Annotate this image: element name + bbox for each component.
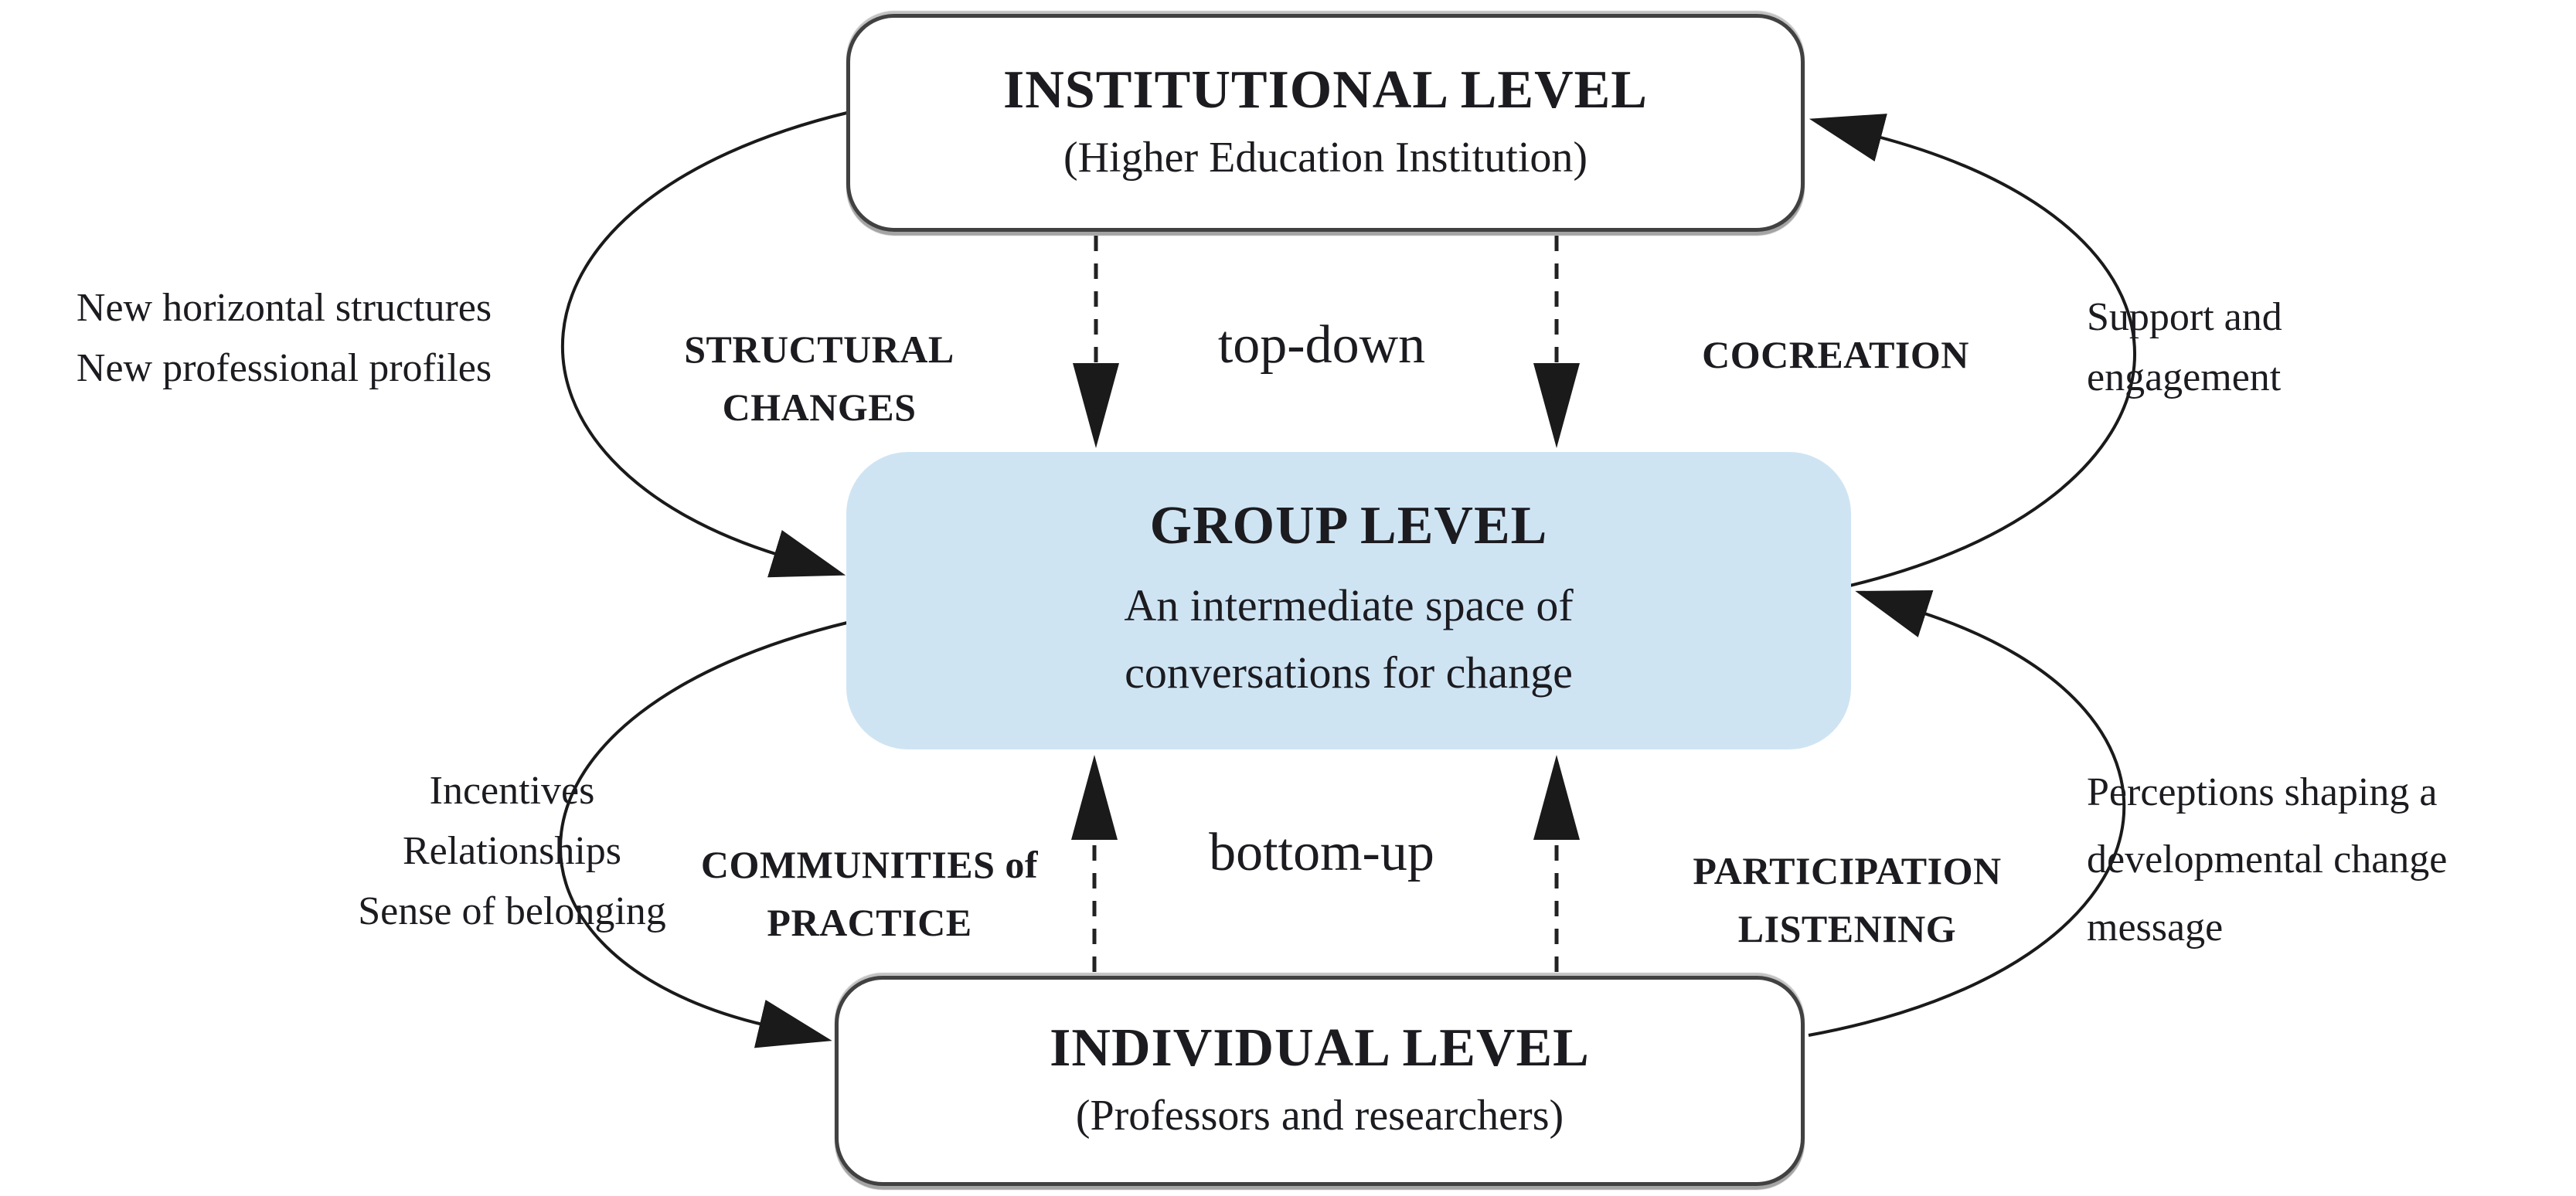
individual-level-box: INDIVIDUAL LEVEL (Professors and researc… (835, 976, 1805, 1186)
structural-changes-line2: CHANGES (722, 386, 917, 429)
institutional-level-title: INSTITUTIONAL LEVEL (1002, 60, 1648, 121)
annotation-left-bottom-line3: Sense of belonging (358, 889, 666, 933)
annotation-right-top: Support and engagement (2087, 287, 2520, 408)
communities-of-practice-line1: COMMUNITIES of (700, 843, 1039, 886)
annotation-left-top-line1: New horizontal structures (76, 286, 492, 330)
annotation-right-top-line1: Support and (2087, 295, 2282, 339)
annotation-left-top-line2: New professional profiles (76, 346, 492, 390)
annotation-right-bottom-line2: developmental change (2087, 838, 2448, 882)
institutional-level-box: INSTITUTIONAL LEVEL (Higher Education In… (846, 14, 1805, 232)
annotation-left-bottom-line2: Relationships (402, 829, 622, 873)
arrow-structural-changes (560, 110, 851, 578)
annotation-left-bottom: Incentives Relationships Sense of belong… (298, 761, 727, 942)
group-level-title: GROUP LEVEL (1149, 496, 1548, 556)
annotation-left-top: New horizontal structures New profession… (8, 278, 560, 399)
top-down-label: top-down (1217, 315, 1426, 375)
communities-of-practice-label: COMMUNITIES of PRACTICE (645, 836, 1094, 952)
institutional-level-subtitle: (Higher Education Institution) (1063, 133, 1588, 182)
individual-level-title: INDIVIDUAL LEVEL (1050, 1018, 1590, 1079)
arrow-participation-listening (1808, 590, 2126, 1037)
annotation-right-bottom-line3: message (2087, 905, 2224, 950)
group-level-subtitle: An intermediate space of conversations f… (1124, 572, 1573, 706)
cocreation-label: COCREATION (1702, 333, 1969, 376)
structural-changes-line1: STRUCTURAL (684, 328, 955, 371)
arrow-cocreation (1809, 114, 2136, 589)
participation-listening-label: PARTICIPATION LISTENING (1658, 842, 2037, 958)
annotation-right-bottom-line1: Perceptions shaping a (2087, 770, 2438, 814)
structural-changes-label: STRUCTURAL CHANGES (645, 321, 993, 437)
group-level-subtitle-line2: conversations for change (1125, 647, 1573, 698)
arrow-communities-of-practice (559, 620, 851, 1048)
annotation-right-top-line2: engagement (2087, 355, 2282, 399)
individual-level-subtitle: (Professors and researchers) (1075, 1091, 1564, 1140)
participation-listening-line1: PARTICIPATION (1693, 849, 2002, 892)
participation-listening-line2: LISTENING (1737, 907, 1957, 950)
annotation-right-bottom: Perceptions shaping a developmental chan… (2087, 759, 2576, 961)
annotation-left-bottom-line1: Incentives (429, 769, 595, 813)
communities-of-practice-line2: PRACTICE (767, 901, 972, 944)
bottom-up-label: bottom-up (1209, 823, 1434, 882)
group-level-subtitle-line1: An intermediate space of (1124, 579, 1574, 630)
group-level-box: GROUP LEVEL An intermediate space of con… (846, 452, 1851, 749)
